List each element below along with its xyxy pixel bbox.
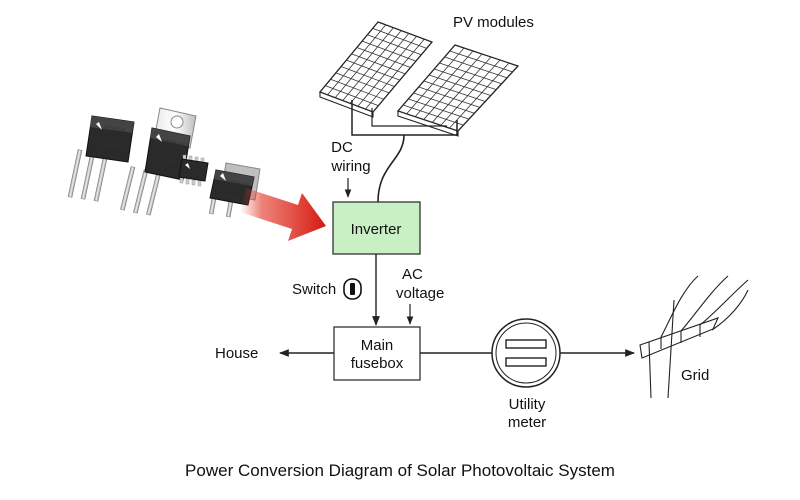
house-label: House bbox=[215, 345, 258, 362]
transistor-d2pak-icon: VITESLIC D2PAK bbox=[208, 162, 261, 218]
fusebox-label-fusebox: fusebox bbox=[351, 355, 404, 372]
chip-brand-3: VITESLIC bbox=[227, 179, 250, 189]
chip-brand-2: VITESLIC bbox=[163, 139, 186, 149]
chip-brand-1: VITESLIC bbox=[104, 125, 127, 134]
wiring-label: wiring bbox=[330, 158, 370, 175]
fusebox-box bbox=[333, 326, 421, 381]
chip-package-3: D2PAK bbox=[222, 193, 240, 202]
diagram-caption: Power Conversion Diagram of Solar Photov… bbox=[185, 461, 615, 480]
dc-wire bbox=[377, 134, 405, 203]
meter-label: meter bbox=[508, 414, 546, 431]
chip-package-1: TO-262 bbox=[98, 142, 118, 151]
inverter-box bbox=[332, 201, 421, 255]
transistor-to262-icon: VITESLIC TO-262 bbox=[67, 115, 135, 202]
pv-panel-right bbox=[396, 44, 520, 137]
switch-label: Switch bbox=[292, 281, 336, 298]
utility-label: Utility bbox=[509, 396, 546, 413]
dc-label: DC bbox=[331, 139, 353, 156]
voltage-label: voltage bbox=[396, 285, 444, 302]
solar-panel-icon bbox=[318, 21, 520, 137]
chip-package-2: TO-220 bbox=[157, 157, 177, 166]
grid-label: Grid bbox=[681, 367, 709, 384]
inverter-label: Inverter bbox=[351, 221, 402, 238]
ac-label: AC bbox=[402, 266, 423, 283]
red-arrow-icon bbox=[240, 188, 326, 241]
fusebox-label-main: Main bbox=[361, 337, 394, 354]
utility-meter-icon bbox=[491, 318, 561, 388]
power-line-icon bbox=[639, 275, 749, 399]
ic-so8-icon bbox=[178, 154, 209, 187]
switch-icon bbox=[343, 278, 362, 300]
pv-panel-left bbox=[318, 21, 434, 118]
pv-modules-label: PV modules bbox=[453, 14, 534, 31]
